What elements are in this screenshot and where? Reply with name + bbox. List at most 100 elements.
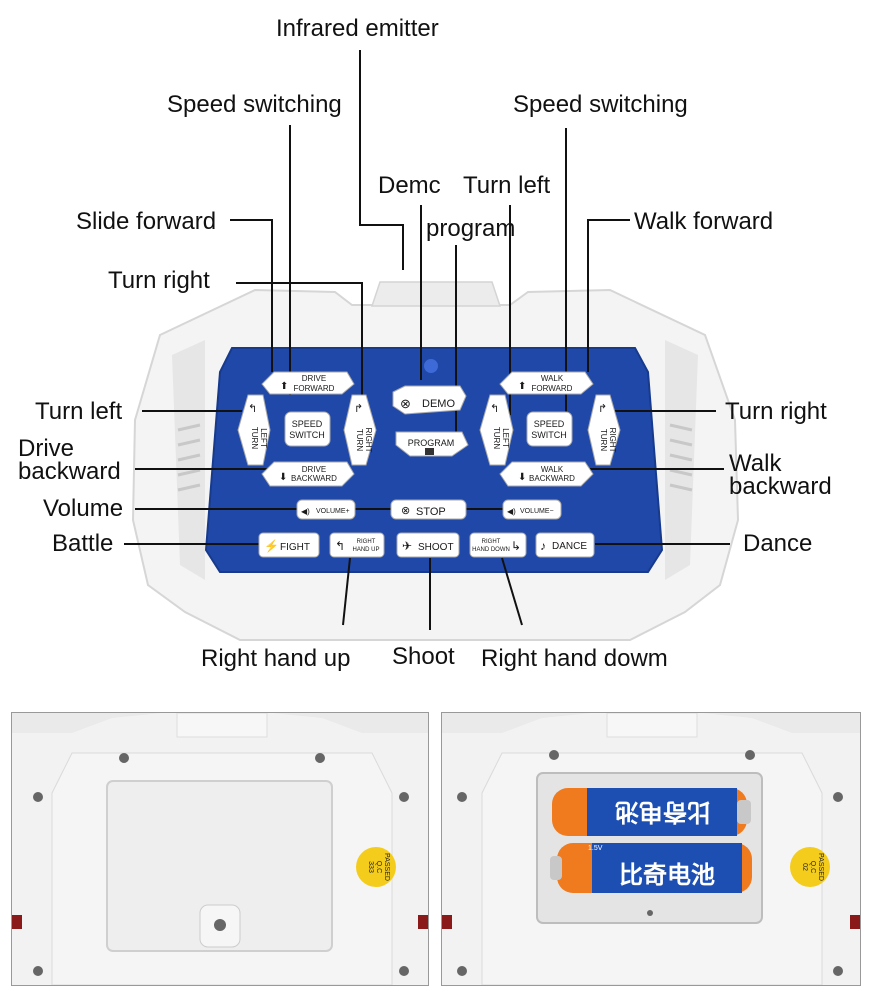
label-turn-left-top: Turn left [463,172,551,199]
svg-text:↰: ↰ [490,403,499,415]
sticker-line: PASSED [817,853,824,881]
battery-voltage: 1.5V [588,845,603,852]
label-dance: Dance [743,530,813,557]
battery-bottom [550,843,752,893]
svg-text:♪: ♪ [540,539,546,553]
svg-text:SPEED: SPEED [534,419,565,429]
svg-text:DANCE: DANCE [552,541,587,552]
label-drive-backward: Drive backward [18,435,121,485]
svg-text:⚡: ⚡ [264,539,279,553]
drive-backward-button[interactable]: ⬇ DRIVE BACKWARD [261,461,355,487]
svg-text:STOP: STOP [416,506,446,518]
screw-icon [457,750,843,976]
svg-text:PROGRAM: PROGRAM [408,438,455,448]
svg-text:VOLUME−: VOLUME− [520,508,554,515]
back-cover-photo: PASSED Q.C 333 [11,712,429,986]
speed-switch-button-left[interactable]: SPEED SWITCH [284,411,331,447]
fight-button[interactable]: ⚡ FIGHT [258,532,320,558]
svg-text:⊗: ⊗ [401,505,410,517]
label-infrared-emitter: Infrared emitter [276,15,439,42]
label-turn-left-side: Turn left [35,398,123,425]
label-slide-forward: Slide forward [76,208,217,235]
label-battle: Battle [52,530,114,557]
svg-text:↱: ↱ [598,403,607,415]
svg-text:◀): ◀) [507,507,516,516]
shoot-button[interactable]: ✈ SHOOT [396,532,460,558]
right-hand-down-button[interactable]: RIGHT HAND DOWN ↳ [469,532,527,558]
svg-text:TURN: TURN [599,429,608,451]
svg-text:HAND DOWN: HAND DOWN [472,547,510,553]
turn-left-button-drive[interactable]: ↰ TURN LEFT [237,394,271,466]
label-turn-right-top: Turn right [108,267,210,294]
svg-text:DEMO: DEMO [422,398,455,410]
svg-text:BACKWARD: BACKWARD [291,474,337,483]
svg-text:↰: ↰ [335,539,345,553]
volume-plus-button[interactable]: ◀) VOLUME+ [296,499,356,520]
svg-text:RIGHT: RIGHT [608,428,617,453]
sticker-line: 02 [801,863,808,871]
qc-sticker: PASSED Q.C 333 [356,847,396,887]
battery-bottom-brand: 比奇电池 [619,861,715,889]
sticker-line: Q.C [375,860,382,874]
label-demc: Demc [378,172,441,199]
svg-text:↳: ↳ [511,539,521,553]
svg-text:⬆: ⬆ [280,381,288,392]
qc-sticker: PASSED Q.C 02 [790,847,830,887]
svg-text:HAND UP: HAND UP [352,547,379,553]
turn-left-button-walk[interactable]: ↰ TURN LEFT [479,394,514,466]
svg-text:WALK: WALK [541,374,564,383]
svg-text:TURN: TURN [355,429,364,451]
label-walk-backward: Walk backward [729,450,832,500]
svg-text:SWITCH: SWITCH [289,430,325,440]
svg-text:DRIVE: DRIVE [302,465,326,474]
turn-right-button-drive[interactable]: ↱ TURN RIGHT [343,394,377,466]
svg-text:⬇: ⬇ [518,472,526,483]
dance-button[interactable]: ♪ DANCE [535,532,595,558]
svg-text:✈: ✈ [402,539,412,553]
battery-compartment-photo: 比奇电池 1.5V 比奇电池 PASSED Q.C 02 [441,712,861,986]
svg-text:BACKWARD: BACKWARD [529,474,575,483]
label-speed-switching-right: Speed switching [513,91,688,118]
label-shoot: Shoot [392,643,455,670]
svg-text:RIGHT: RIGHT [357,539,376,545]
svg-text:VOLUME+: VOLUME+ [316,508,350,515]
svg-text:⊗: ⊗ [400,396,411,411]
svg-text:LEFT: LEFT [501,428,510,448]
demo-button[interactable]: ⊗ DEMO [392,385,467,415]
speed-switch-button-right[interactable]: SPEED SWITCH [526,411,573,447]
label-volume: Volume [43,495,124,522]
svg-text:↱: ↱ [354,403,363,415]
walk-backward-button[interactable]: ⬇ WALK BACKWARD [499,461,594,487]
svg-text:WALK: WALK [541,465,564,474]
label-turn-right-side: Turn right [725,398,827,425]
svg-text:◀): ◀) [301,507,310,516]
svg-text:LEFT: LEFT [259,428,268,448]
svg-text:TURN: TURN [492,427,501,449]
label-program: program [426,215,516,242]
drive-forward-button[interactable]: ⬆ DRIVE FORWARD [261,371,355,395]
indicator-led [424,359,438,373]
svg-text:SPEED: SPEED [292,419,323,429]
svg-text:FIGHT: FIGHT [280,542,310,553]
walk-forward-button[interactable]: ⬆ WALK FORWARD [499,371,594,395]
screw-icon [33,753,409,976]
program-button[interactable]: PROGRAM [395,431,469,457]
svg-text:DRIVE: DRIVE [302,374,326,383]
turn-right-button-walk[interactable]: ↱ TURN RIGHT [587,394,621,466]
battery-cover [106,780,333,952]
svg-text:↰: ↰ [248,403,257,415]
battery-top [552,788,751,836]
svg-text:SHOOT: SHOOT [418,542,454,553]
sticker-line: 333 [367,861,374,873]
right-hand-up-button[interactable]: ↰ RIGHT HAND UP [329,532,385,558]
svg-text:⬆: ⬆ [518,381,526,392]
label-speed-switching-left: Speed switching [167,91,342,118]
label-right-hand-dowm: Right hand dowm [481,645,668,672]
stop-button[interactable]: ⊗ STOP [390,499,467,520]
svg-text:⬇: ⬇ [279,472,287,483]
label-walk-forward: Walk forward [634,208,774,235]
sticker-line: PASSED [383,853,390,881]
volume-minus-button[interactable]: ◀) VOLUME− [502,499,562,520]
svg-text:RIGHT: RIGHT [364,428,373,453]
